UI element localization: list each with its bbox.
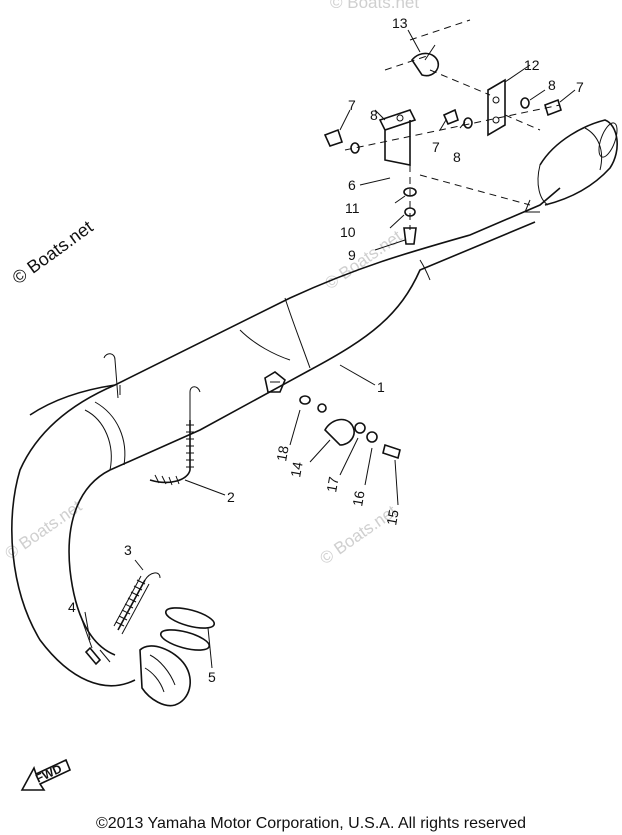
watermark-top: © Boats.net bbox=[330, 0, 419, 12]
part-label-8c: 8 bbox=[548, 77, 556, 93]
bracket-6 bbox=[378, 109, 417, 166]
part-label-7b: 7 bbox=[432, 139, 440, 155]
part-label-8b: 8 bbox=[453, 149, 461, 165]
part-label-5: 5 bbox=[208, 669, 216, 685]
washer-8b bbox=[463, 117, 473, 129]
part-label-1: 1 bbox=[377, 379, 385, 395]
mount-parts-6-13 bbox=[323, 19, 562, 245]
part-label-10: 10 bbox=[340, 224, 356, 240]
exhaust-flange bbox=[139, 645, 191, 707]
part-label-16: 16 bbox=[349, 489, 367, 507]
bolt-7a bbox=[323, 128, 344, 147]
fwd-label: FWD bbox=[33, 761, 64, 785]
washer-8c bbox=[520, 97, 530, 109]
part-label-11: 11 bbox=[345, 200, 360, 216]
part-label-2: 2 bbox=[227, 489, 235, 505]
part-label-13: 13 bbox=[392, 15, 408, 31]
washer-18 bbox=[299, 395, 311, 405]
part-label-7a: 7 bbox=[348, 97, 356, 113]
copyright-notice: ©2013 Yamaha Motor Corporation, U.S.A. A… bbox=[95, 815, 527, 832]
part-label-14: 14 bbox=[287, 460, 305, 478]
watermark-side: © Boats.net bbox=[9, 217, 97, 289]
part-label-17: 17 bbox=[323, 475, 341, 493]
bolt-15 bbox=[382, 443, 401, 460]
part-number-labels: 1 2 3 4 5 6 7 7 7 8 8 8 9 10 11 12 13 14… bbox=[68, 15, 584, 685]
part-label-8a: 8 bbox=[370, 107, 378, 123]
bolt-7c bbox=[544, 98, 562, 117]
part-label-7c: 7 bbox=[576, 79, 584, 95]
part-label-6: 6 bbox=[348, 177, 356, 193]
gasket-rings bbox=[159, 607, 216, 651]
part-label-15: 15 bbox=[383, 508, 401, 526]
bolt-9 bbox=[403, 227, 417, 245]
bolt-7b bbox=[442, 108, 459, 126]
part-label-3: 3 bbox=[124, 542, 132, 558]
fwd-arrow: FWD bbox=[20, 758, 72, 791]
part-label-9: 9 bbox=[348, 247, 356, 263]
spring-3 bbox=[113, 572, 161, 635]
washer-8a bbox=[350, 142, 360, 154]
washer-16 bbox=[366, 431, 378, 443]
clamp-13 bbox=[411, 52, 440, 77]
bracket-12 bbox=[487, 78, 506, 137]
part-label-4: 4 bbox=[68, 599, 76, 615]
bolt-4 bbox=[81, 619, 111, 666]
watermark-center: © Boats.net bbox=[321, 226, 405, 293]
part-label-12: 12 bbox=[524, 57, 540, 73]
leader-lines bbox=[84, 29, 576, 669]
bracket-14 bbox=[324, 418, 355, 446]
spring-2 bbox=[103, 353, 201, 486]
part-label-18: 18 bbox=[273, 444, 291, 462]
hanger-bracket bbox=[264, 371, 286, 393]
mount-parts-14-18 bbox=[299, 395, 401, 460]
exhaust-pipe bbox=[11, 119, 618, 687]
washer-17 bbox=[354, 422, 366, 434]
watermark-lower-left: © Boats.net bbox=[1, 496, 85, 563]
